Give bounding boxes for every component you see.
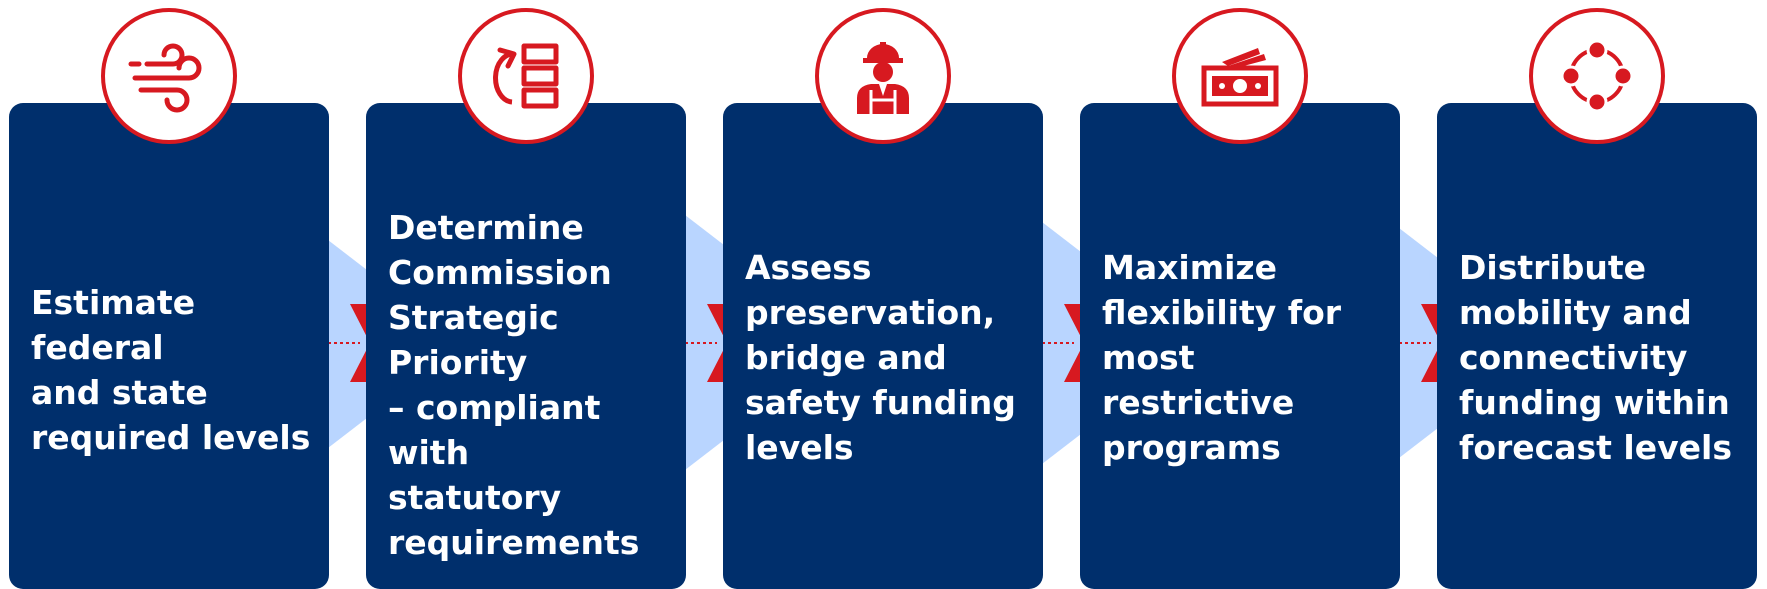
step-1-box: Estimate federal and state required leve…	[9, 103, 329, 589]
connectivity-cycle-icon	[1560, 39, 1634, 113]
money-icon	[1201, 48, 1279, 107]
step-5-label: Distribute mobility and connectivity fun…	[1459, 248, 1732, 467]
step-1-icon-badge	[101, 8, 237, 144]
construction-worker-icon	[857, 42, 909, 114]
step-3-label: Assess preservation, bridge and safety f…	[745, 248, 1016, 467]
step-2-box: Determine Commission Strategic Priority …	[366, 103, 686, 589]
wind-icon	[128, 43, 202, 113]
step-4-box: Maximize flexibility for most restrictiv…	[1080, 103, 1400, 589]
step-4-label: Maximize flexibility for most restrictiv…	[1102, 248, 1342, 467]
step-2-icon-badge	[458, 8, 594, 144]
step-2-label: Determine Commission Strategic Priority …	[388, 208, 640, 562]
step-4-icon-badge	[1172, 8, 1308, 144]
step-1-label: Estimate federal and state required leve…	[31, 283, 311, 457]
step-5-box: Distribute mobility and connectivity fun…	[1437, 103, 1757, 589]
step-3-box: Assess preservation, bridge and safety f…	[723, 103, 1043, 589]
step-5-icon-badge	[1529, 8, 1665, 144]
step-3-icon-badge	[815, 8, 951, 144]
priority-list-icon	[493, 43, 559, 109]
